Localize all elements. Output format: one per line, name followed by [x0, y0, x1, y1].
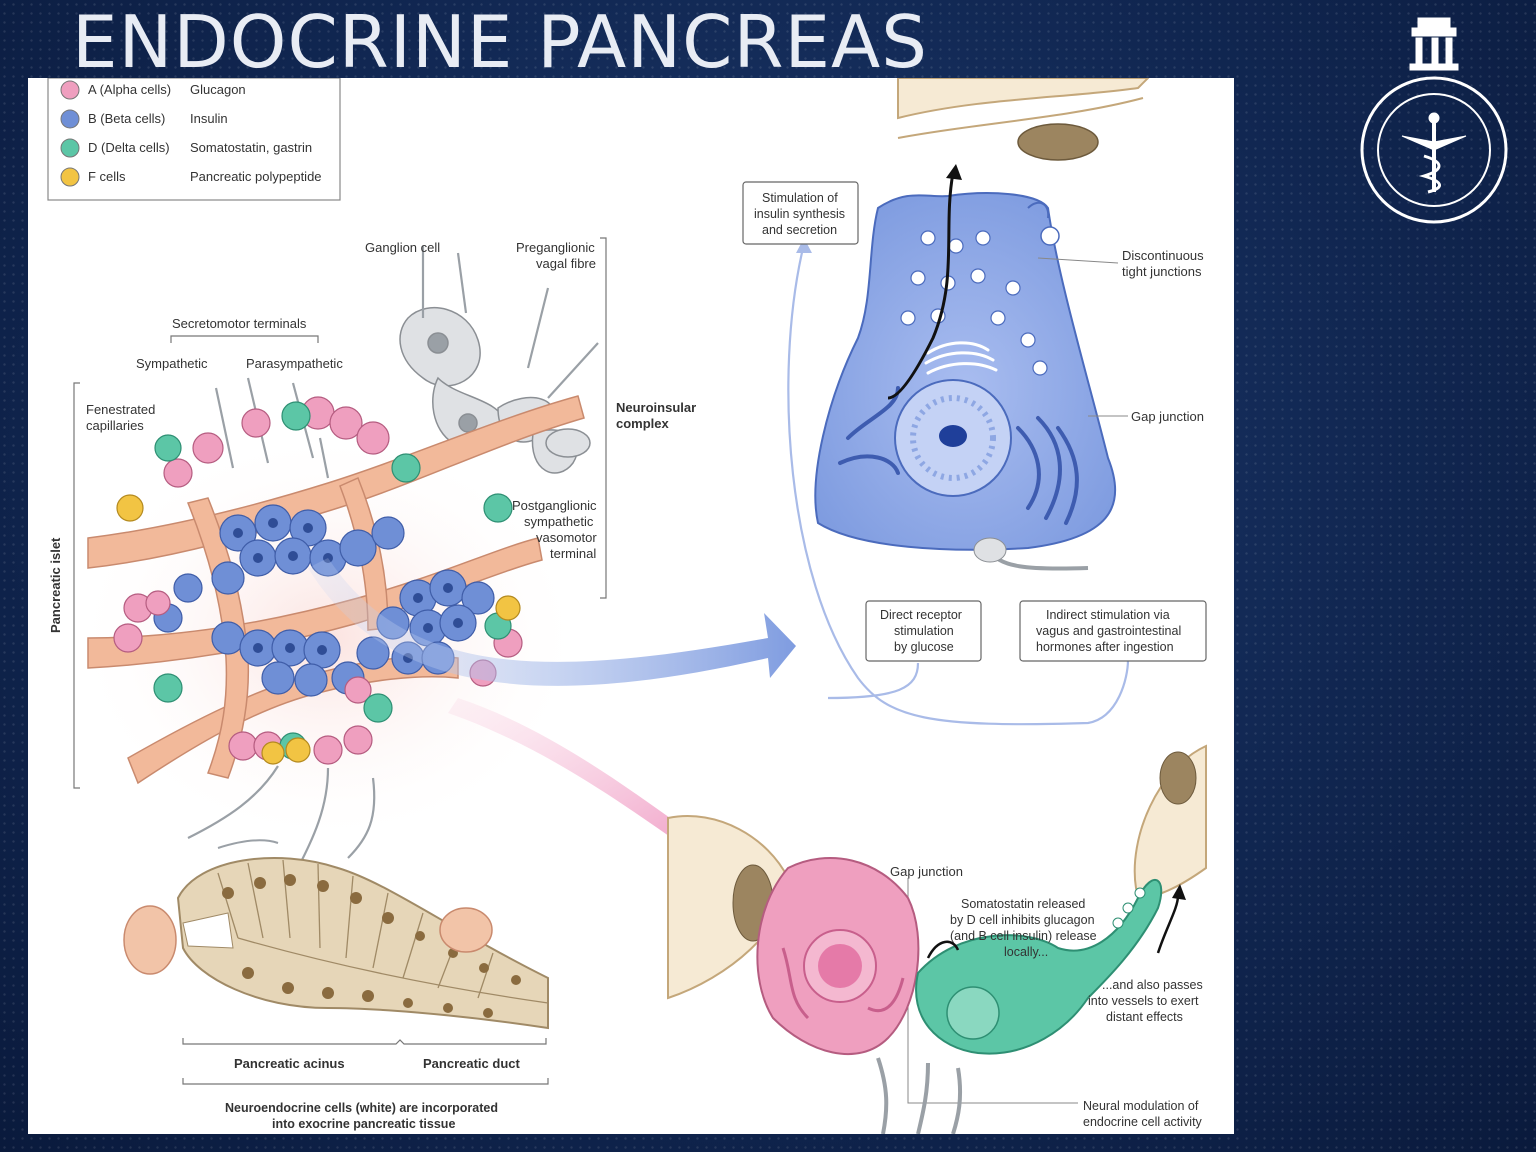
- institute-seal-with-caduceus-icon: [1360, 17, 1508, 224]
- label-gap-junction-2: Gap junction: [890, 864, 963, 879]
- feedback-loop: [787, 247, 1130, 726]
- islet-brackets: [73, 237, 607, 789]
- legend-swatch-beta: [60, 109, 80, 129]
- nerve-fibres: [187, 246, 599, 869]
- alpha-delta-cell-illustration: [667, 744, 1207, 1134]
- label-neuroinsular-1: Neuroinsular: [616, 400, 696, 415]
- label-stimulation-2: insulin synthesis: [754, 207, 845, 221]
- label-somato-1: Somatostatin released: [961, 897, 1085, 911]
- label-preganglionic-2: vagal fibre: [536, 256, 596, 271]
- label-indirect-1: Indirect stimulation via: [1046, 608, 1170, 622]
- label-somato-2: by D cell inhibits glucagon: [950, 913, 1095, 927]
- label-ganglion-cell: Ganglion cell: [365, 240, 440, 255]
- pancreatic-acinus-illustration: [123, 839, 549, 1030]
- label-postganglionic-3: vasomotor: [536, 530, 597, 545]
- label-direct-1: Direct receptor: [880, 608, 962, 622]
- f-cells: [116, 494, 521, 765]
- label-somato-3: (and B cell insulin) release: [950, 929, 1097, 943]
- legend-swatch-f: [60, 167, 80, 187]
- legend-cell-delta: D (Delta cells): [88, 140, 170, 155]
- label-somato-4: locally...: [1004, 945, 1048, 959]
- label-passes-2: into vessels to exert: [1088, 994, 1199, 1008]
- label-passes-3: distant effects: [1106, 1010, 1183, 1024]
- stimulation-box: [742, 181, 859, 245]
- legend-box: [47, 78, 341, 201]
- label-neural-1: Neural modulation of: [1083, 1099, 1199, 1113]
- beta-cell-zoom-arrow: [308, 558, 796, 686]
- legend-hormone-delta: Somatostatin, gastrin: [190, 140, 312, 155]
- acinus-brackets: [182, 1038, 549, 1085]
- label-passes-1: ...and also passes: [1102, 978, 1203, 992]
- diagram-labels: Ganglion cell Preganglionic vagal fibre …: [48, 191, 1204, 1131]
- legend-swatch-alpha: [60, 80, 80, 100]
- legend: A (Alpha cells) Glucagon B (Beta cells) …: [47, 78, 341, 201]
- label-direct-2: stimulation: [894, 624, 954, 638]
- label-postganglionic-1: Postganglionic: [512, 498, 597, 513]
- direct-stimulation-box: [865, 600, 982, 662]
- label-indirect-3: hormones after ingestion: [1036, 640, 1174, 654]
- label-neural-2: endocrine cell activity: [1083, 1115, 1203, 1129]
- legend-swatch-delta: [60, 138, 80, 158]
- label-parasympathetic: Parasympathetic: [246, 356, 343, 371]
- label-preganglionic-1: Preganglionic: [516, 240, 595, 255]
- legend-cell-alpha: A (Alpha cells): [88, 82, 171, 97]
- legend-cell-beta: B (Beta cells): [88, 111, 165, 126]
- legend-hormone-f: Pancreatic polypeptide: [190, 169, 322, 184]
- label-direct-3: by glucose: [894, 640, 954, 654]
- label-pancreatic-acinus: Pancreatic acinus: [234, 1056, 345, 1071]
- endocrine-pancreas-diagram: A (Alpha cells) Glucagon B (Beta cells) …: [47, 78, 1207, 1134]
- label-neuroendocrine-2: into exocrine pancreatic tissue: [272, 1117, 455, 1131]
- label-neuroendocrine-1: Neuroendocrine cells (white) are incorpo…: [225, 1101, 498, 1115]
- label-fenestrated-1: Fenestrated: [86, 402, 155, 417]
- label-stimulation-3: and secretion: [762, 223, 837, 237]
- beta-cell-nuclei: [233, 518, 463, 663]
- label-pancreatic-islet: Pancreatic islet: [48, 537, 63, 633]
- label-indirect-2: vagus and gastrointestinal: [1036, 624, 1181, 638]
- label-postganglionic-4: terminal: [550, 546, 596, 561]
- legend-hormone-beta: Insulin: [190, 111, 228, 126]
- label-secretomotor: Secretomotor terminals: [172, 316, 307, 331]
- secretion-path-arrow: [887, 172, 955, 400]
- label-neuroinsular-2: complex: [616, 416, 670, 431]
- slide-title: ENDOCRINE PANCREAS: [72, 0, 928, 84]
- label-fenestrated-2: capillaries: [86, 418, 144, 433]
- indirect-stimulation-box: [1019, 600, 1207, 662]
- label-gap-junction: Gap junction: [1131, 409, 1204, 424]
- label-discontinuous-2: tight junctions: [1122, 264, 1202, 279]
- pancreatic-islet-illustration: [68, 246, 599, 869]
- alpha-delta-zoom-arrow: [448, 698, 726, 870]
- diagram-panel: A (Alpha cells) Glucagon B (Beta cells) …: [28, 78, 1234, 1134]
- label-pancreatic-duct: Pancreatic duct: [423, 1056, 520, 1071]
- legend-cell-f: F cells: [88, 169, 126, 184]
- label-boxes: [742, 181, 1207, 662]
- legend-hormone-alpha: Glucagon: [190, 82, 246, 97]
- label-sympathetic: Sympathetic: [136, 356, 208, 371]
- label-postganglionic-2: sympathetic: [524, 514, 594, 529]
- label-discontinuous-1: Discontinuous: [1122, 248, 1204, 263]
- beta-cell-illustration: [814, 78, 1150, 571]
- label-stimulation-1: Stimulation of: [762, 191, 838, 205]
